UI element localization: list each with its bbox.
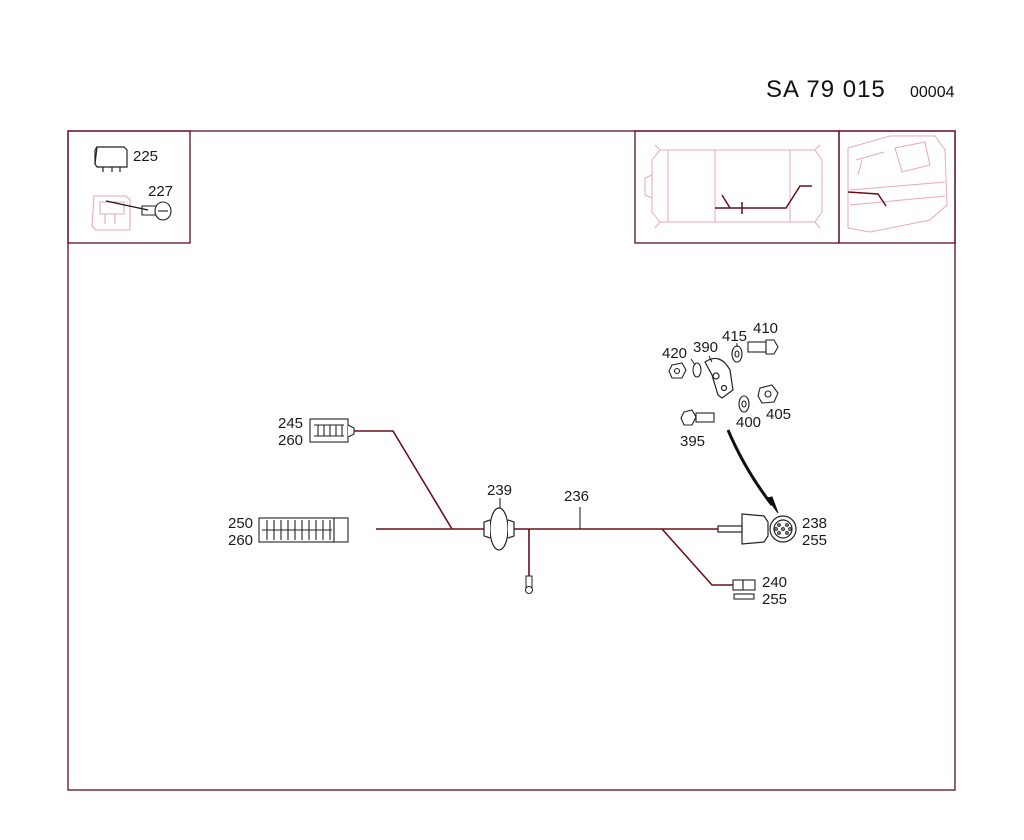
callout-255-socket: 255 (802, 532, 827, 549)
callout-250: 250 (228, 515, 253, 532)
callout-390-leader (708, 355, 713, 363)
washer-400 (738, 395, 750, 413)
harness-route-highlight (715, 185, 812, 214)
branch-wire-240 (661, 528, 733, 586)
callout-410: 410 (753, 320, 778, 337)
callout-245: 245 (278, 415, 303, 432)
callout-395: 395 (680, 433, 705, 450)
relay-inset: 225 227 (91, 146, 173, 231)
callout-405: 405 (766, 406, 791, 423)
washer-390 (692, 362, 702, 378)
relay-socket-icon (91, 195, 131, 231)
callout-238: 238 (802, 515, 827, 532)
callout-225: 225 (133, 148, 158, 165)
callout-236: 236 (564, 488, 589, 505)
callout-390: 390 (693, 339, 718, 356)
sheet-number: 00004 (910, 84, 955, 101)
screw-leader (105, 200, 149, 211)
main-harness (349, 430, 733, 586)
screw-icon (141, 201, 172, 221)
vehicle-plan-inset (644, 144, 823, 229)
branch-wire-245 (349, 430, 453, 530)
ground-terminal-icon (525, 575, 533, 594)
nut-420 (668, 362, 687, 379)
callout-255-connector: 255 (762, 591, 787, 608)
callout-227: 227 (148, 183, 173, 200)
washer-415 (731, 345, 743, 363)
callout-239: 239 (487, 482, 512, 499)
main-frame (67, 130, 956, 791)
callout-260-top: 260 (278, 432, 303, 449)
bolt-410 (747, 339, 779, 355)
connector-240 (732, 579, 756, 600)
vehicle-rear-inset (847, 135, 948, 233)
callout-400: 400 (736, 414, 761, 431)
callout-420-leader (690, 358, 696, 366)
assembly-arrow (726, 429, 779, 514)
vehicle-plan-inset-box (634, 130, 840, 244)
grommet-239 (483, 507, 515, 551)
callout-415: 415 (722, 328, 747, 345)
relay-inset-box (67, 130, 191, 244)
relay-icon (94, 146, 128, 172)
diagram-code: SA 79 015 (766, 76, 886, 103)
trailer-socket-238 (717, 513, 797, 545)
diagram-frame (67, 130, 956, 791)
connector-250 (258, 517, 349, 543)
nut-405 (757, 384, 779, 404)
vehicle-outline (644, 144, 823, 229)
mounting-bracket (704, 357, 734, 399)
rear-harness-highlight (847, 191, 887, 207)
connector-245 (309, 418, 355, 443)
vehicle-rear-outline (847, 135, 948, 233)
callout-420: 420 (662, 345, 687, 362)
bolt-395 (680, 409, 715, 426)
vehicle-rear-inset-box (838, 130, 956, 244)
callout-240: 240 (762, 574, 787, 591)
callout-260-bottom: 260 (228, 532, 253, 549)
